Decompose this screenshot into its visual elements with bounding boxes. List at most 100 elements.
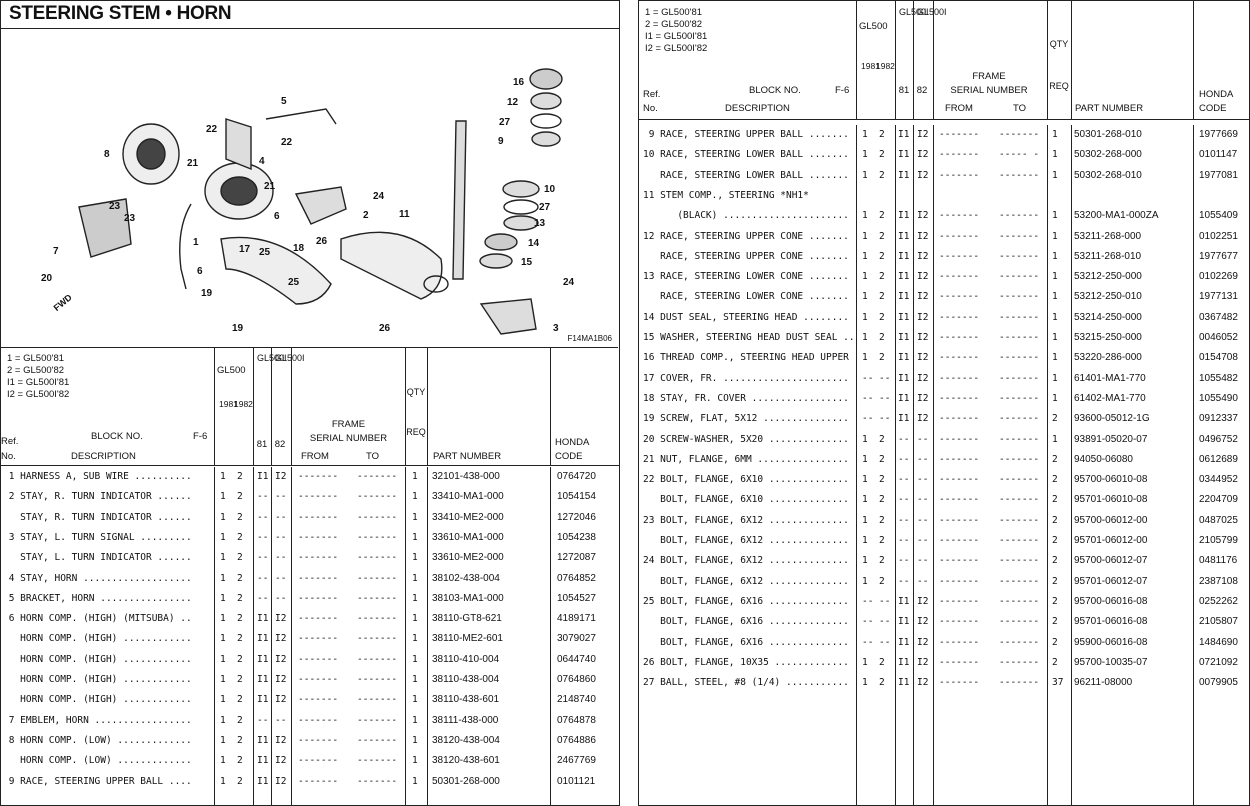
gl500-81-flag: 1 <box>220 653 226 665</box>
part-number: 95700-06016-08 <box>1074 595 1148 607</box>
honda-code: 0481176 <box>1199 555 1238 567</box>
svg-text:18: 18 <box>293 243 305 254</box>
parts-row: 11 STEM COMP., STEERING *NH1* <box>639 186 1249 206</box>
honda-code: 1055482 <box>1199 372 1238 384</box>
serial-to: ----- - <box>999 149 1040 161</box>
serial-from: ------- <box>939 616 980 628</box>
gl500i-82-flag: I2 <box>275 613 287 625</box>
quantity: 1 <box>1052 271 1058 283</box>
svg-text:26: 26 <box>379 323 391 334</box>
figure-code: F14MA1B06 <box>567 334 612 343</box>
gl500-81-flag: 1 <box>862 352 868 364</box>
gl500-81-flag: 1 <box>220 755 226 767</box>
block-no-label: BLOCK NO. <box>749 85 801 96</box>
honda-code: 2204709 <box>1199 494 1238 506</box>
quantity: 1 <box>1052 311 1058 323</box>
serial-to: ------- <box>999 129 1040 140</box>
serial-label: SERIAL NUMBER <box>950 85 1028 96</box>
part-description: 3 STAY, L. TURN SIGNAL ......... <box>3 531 192 543</box>
gl500i-82-flag: I2 <box>917 413 929 425</box>
gl500i-82-flag: I2 <box>917 352 929 364</box>
year-81: 1981 <box>219 399 238 409</box>
svg-text:13: 13 <box>534 218 546 229</box>
part-number: 95700-06012-07 <box>1074 555 1148 567</box>
part-number: 53211-268-010 <box>1074 250 1142 262</box>
gl500-81-flag: 1 <box>220 734 226 746</box>
gl500i-82-flag: -- <box>917 535 929 546</box>
gl500i-82-flag: I2 <box>917 616 929 628</box>
quantity: 1 <box>412 471 418 482</box>
gl500-82-flag: 2 <box>237 775 243 787</box>
part-number: 95701-06016-08 <box>1074 616 1148 628</box>
req-label: REQ <box>1049 81 1069 91</box>
gl500-81-flag: -- <box>862 392 874 404</box>
svg-text:8: 8 <box>104 149 110 160</box>
svg-text:25: 25 <box>259 247 271 258</box>
gl500i-81-flag: -- <box>257 511 269 523</box>
gl500i-82-flag: I2 <box>275 674 287 685</box>
part-description: 17 COVER, FR. ...................... <box>643 372 849 384</box>
part-description: 5 BRACKET, HORN ................ <box>3 592 192 604</box>
part-number: 61401-MA1-770 <box>1074 372 1146 384</box>
gl500-82-flag: 2 <box>879 230 885 242</box>
honda-label: HONDA <box>555 437 590 448</box>
honda-code: 0644740 <box>557 653 596 665</box>
svg-text:5: 5 <box>281 96 287 107</box>
part-number: 53214-250-000 <box>1074 311 1142 323</box>
part-number: 33410-ME2-000 <box>432 511 504 523</box>
gl500-82-flag: 2 <box>879 535 885 546</box>
serial-from: ------- <box>298 592 339 604</box>
gl500i-81-flag: -- <box>898 555 910 567</box>
part-number: 95701-06010-08 <box>1074 494 1148 506</box>
serial-to: ------- <box>999 494 1040 506</box>
serial-to: ------- <box>999 291 1040 303</box>
gl500i-81-flag: I1 <box>257 613 269 625</box>
part-description: 8 HORN COMP. (LOW) ............. <box>3 734 192 746</box>
svg-text:26: 26 <box>316 236 328 247</box>
serial-from: ------- <box>939 595 980 607</box>
honda-code: 0721092 <box>1199 656 1238 668</box>
gl500i-82-flag: I2 <box>917 169 929 181</box>
part-number: 50301-268-010 <box>1074 129 1142 140</box>
gl500-81-flag: -- <box>862 636 874 648</box>
svg-text:19: 19 <box>201 288 213 299</box>
gl500-label: GL500 <box>217 365 246 376</box>
serial-from: ------- <box>939 433 980 445</box>
quantity: 1 <box>412 592 418 604</box>
gl500i-b-label: GL500I <box>917 7 947 17</box>
gl500i-82-flag: -- <box>275 714 287 726</box>
serial-to: ------- <box>357 775 398 787</box>
serial-from: ------- <box>298 755 339 767</box>
gl500i-81-flag: -- <box>898 514 910 526</box>
gl500i-81-flag: -- <box>257 531 269 543</box>
gl500i-81-flag: I1 <box>257 674 269 685</box>
serial-from: ------- <box>298 613 339 625</box>
honda-code: 0764852 <box>557 572 596 584</box>
part-description: STAY, L. TURN INDICATOR ...... <box>3 552 192 564</box>
honda-code: 1055409 <box>1199 210 1238 222</box>
quantity: 2 <box>1052 494 1058 506</box>
gl500i-82-flag: I2 <box>275 471 287 482</box>
gl500-81-flag: -- <box>862 413 874 425</box>
serial-to: ------- <box>999 352 1040 364</box>
serial-label: SERIAL NUMBER <box>309 433 388 444</box>
serial-to: ------- <box>999 656 1040 668</box>
gl500-81-flag: 1 <box>220 572 226 584</box>
legend-item: I1 = GL500I'81 <box>645 31 708 42</box>
quantity: 1 <box>1052 433 1058 445</box>
serial-from: ------- <box>939 129 980 140</box>
gl500i-82-flag: I2 <box>275 633 287 645</box>
quantity: 2 <box>1052 474 1058 486</box>
honda-code: 0252262 <box>1199 595 1238 607</box>
gl500i-81-flag: I1 <box>898 636 910 648</box>
gl500i-82-flag: I2 <box>917 230 929 242</box>
serial-to: ------- <box>357 511 398 523</box>
part-number: 38110-438-601 <box>432 694 500 706</box>
